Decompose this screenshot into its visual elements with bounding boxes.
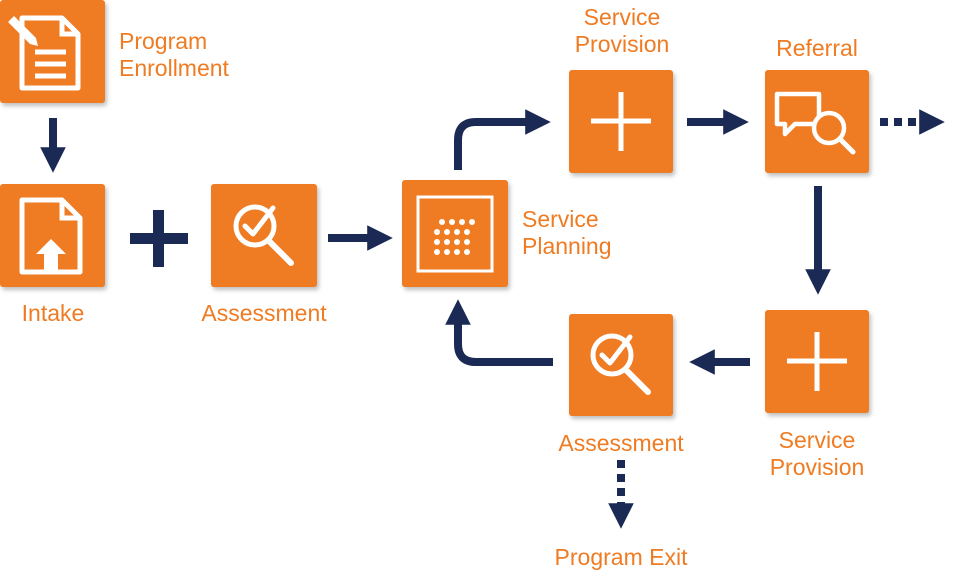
- program-enrollment-label-line1: Program: [119, 28, 208, 54]
- program-enrollment-label: Program Enrollment: [119, 28, 229, 82]
- service-planning-box: [402, 180, 508, 287]
- program-enrollment-box: [0, 0, 105, 103]
- intake-label: Intake: [21, 300, 85, 326]
- arrow-assessment2-to-planning: [445, 299, 553, 366]
- referral-label: Referral: [776, 35, 858, 61]
- assessment-label-2: Assessment: [558, 430, 684, 456]
- plus-icon: [787, 332, 847, 391]
- service-provision-label-2: Service Provision: [770, 427, 865, 481]
- assessment-box-1: [211, 184, 317, 287]
- dot-grid-icon: [416, 195, 494, 273]
- service-provision-label-2-line2: Provision: [769, 454, 865, 480]
- service-provision-box-2: [765, 310, 869, 413]
- plus-icon: [591, 92, 651, 151]
- plus-sign: [130, 210, 188, 267]
- service-planning-label-line2: Planning: [522, 233, 612, 259]
- intake-box: [0, 184, 105, 287]
- magnifier-check-icon: [233, 204, 294, 266]
- service-provision-label-2-line1: Service: [778, 427, 856, 453]
- assessment-label-1: Assessment: [201, 300, 327, 326]
- service-provision-label-1-line1: Service: [583, 4, 661, 30]
- service-planning-label-line1: Service: [522, 206, 599, 232]
- chat-magnifier-icon: [774, 91, 856, 155]
- assessment-box-2: [569, 314, 673, 416]
- service-provision-label-1-line2: Provision: [574, 31, 670, 57]
- service-planning-label: Service Planning: [522, 206, 612, 260]
- document-upload-icon: [19, 197, 83, 275]
- program-enrollment-label-line2: Enrollment: [119, 55, 229, 81]
- service-provision-label-1: Service Provision: [575, 4, 670, 58]
- service-provision-box-1: [569, 70, 673, 173]
- referral-box: [765, 70, 869, 173]
- document-pencil-icon: [8, 15, 81, 91]
- magnifier-check-icon: [590, 333, 651, 395]
- arrow-planning-to-provision: [454, 109, 551, 170]
- program-exit-label: Program Exit: [554, 544, 688, 570]
